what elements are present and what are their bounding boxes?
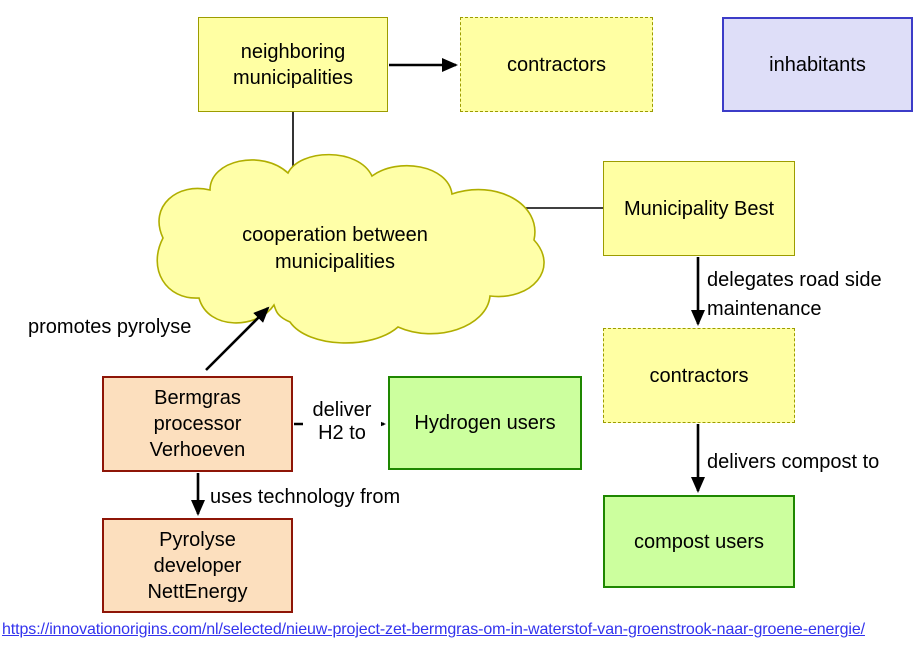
edge-label-delivers-compost: delivers compost to: [707, 451, 880, 473]
edge-label-promotes-pyrolyse: promotes pyrolyse: [28, 316, 192, 338]
node-pyrolyse-developer: Pyrolyse developer NettEnergy: [102, 518, 293, 613]
node-hydrogen-users: Hydrogen users: [388, 376, 582, 470]
node-contractors-top: contractors: [460, 17, 653, 112]
node-municipality-best: Municipality Best: [603, 161, 795, 256]
node-neighboring-municipalities: neighboring municipalities: [198, 17, 388, 112]
node-cooperation-cloud: cooperation between municipalities: [242, 224, 428, 273]
edge-promotes-pyrolyse: [205, 306, 270, 371]
edge-label-deliver-h2: deliver H2 to: [303, 399, 381, 445]
source-url-link[interactable]: https://innovationorigins.com/nl/selecte…: [2, 621, 865, 638]
node-compost-users: compost users: [603, 495, 795, 588]
edge-label-uses-technology: uses technology from: [210, 486, 401, 508]
node-bermgras-processor: Bermgras processor Verhoeven: [102, 376, 293, 472]
node-inhabitants: inhabitants: [722, 17, 913, 112]
edge-label-delegates-road-side: delegates road side maintenance: [707, 269, 882, 320]
node-contractors-mid: contractors: [603, 328, 795, 423]
